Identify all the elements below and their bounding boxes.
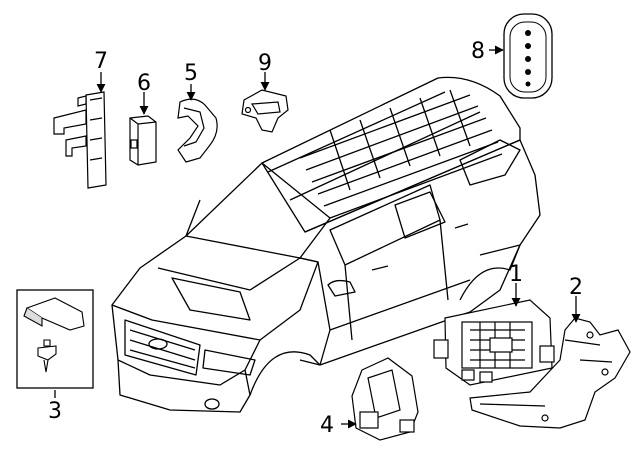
part-9-sensor-bracket <box>241 89 289 133</box>
lock-icon <box>525 30 531 36</box>
callout-4: 4 <box>320 413 334 438</box>
vehicle-body-illustration <box>111 76 541 413</box>
callout-7: 7 <box>94 49 108 74</box>
part-4-module <box>351 357 419 441</box>
part-1-body-control-module <box>433 299 555 386</box>
part-6-receiver-module <box>129 115 157 166</box>
callout-6: 6 <box>137 71 151 96</box>
panic-icon <box>525 81 531 87</box>
leader-lines <box>54 45 581 429</box>
callout-8: 8 <box>471 39 485 64</box>
part-8-key-fob <box>503 13 553 99</box>
part-5-steering-sensor <box>177 98 218 163</box>
callout-2: 2 <box>569 275 583 300</box>
callout-1: 1 <box>509 262 523 287</box>
callout-labels: 1 2 3 4 5 6 7 8 9 <box>48 39 583 438</box>
unlock-icon <box>525 43 531 49</box>
part-3-inset-box <box>16 289 94 389</box>
callout-9: 9 <box>258 51 272 76</box>
part-2-mounting-bracket <box>469 317 631 429</box>
part-7-antenna-bracket <box>53 91 107 189</box>
trunk-icon <box>525 56 531 62</box>
callout-3: 3 <box>48 399 62 424</box>
callout-5: 5 <box>184 61 198 86</box>
remote-start-icon <box>525 69 531 75</box>
